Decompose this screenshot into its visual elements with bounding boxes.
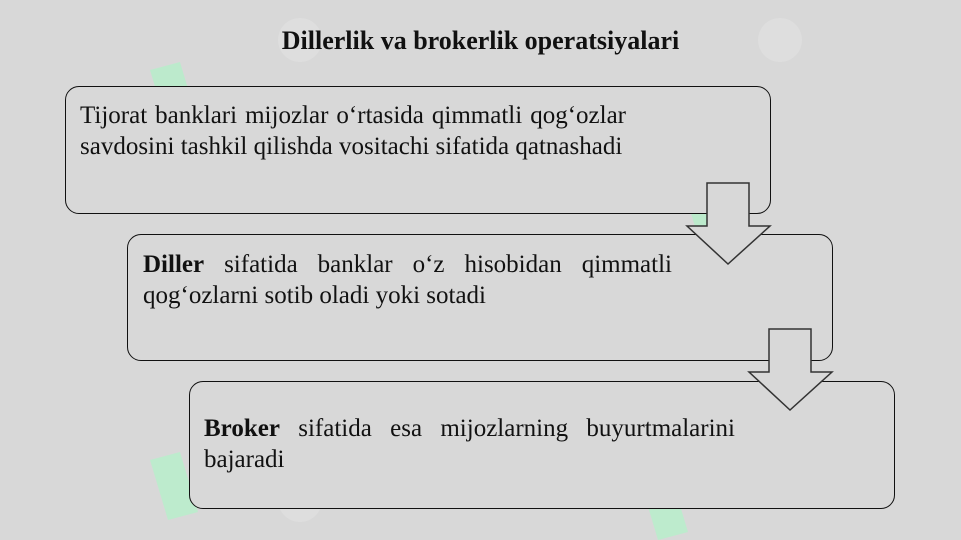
step-lead-3: Broker (204, 415, 280, 442)
down-arrow-icon (685, 182, 772, 266)
step-box-1 (65, 86, 771, 214)
step-text-1: Tijorat banklari mijozlar o‘rtasida qimm… (80, 100, 626, 162)
step-body-1: Tijorat banklari mijozlar o‘rtasida qimm… (80, 102, 626, 160)
step-lead-2: Diller (143, 251, 205, 278)
step-body-3: sifatida esa mijozlarning buyurtmalarini… (204, 415, 735, 473)
step-body-2: sifatida banklar o‘z hisobidan qimmatli … (143, 251, 672, 309)
step-box-2 (127, 234, 833, 361)
step-text-3: Broker sifatida esa mijozlarning buyurtm… (204, 413, 735, 475)
page-title: Dillerlik va brokerlik operatsiyalari (281, 26, 680, 55)
step-text-2: Diller sifatida banklar o‘z hisobidan qi… (143, 249, 672, 311)
down-arrow-icon (747, 328, 834, 412)
step-box-3 (189, 381, 895, 509)
